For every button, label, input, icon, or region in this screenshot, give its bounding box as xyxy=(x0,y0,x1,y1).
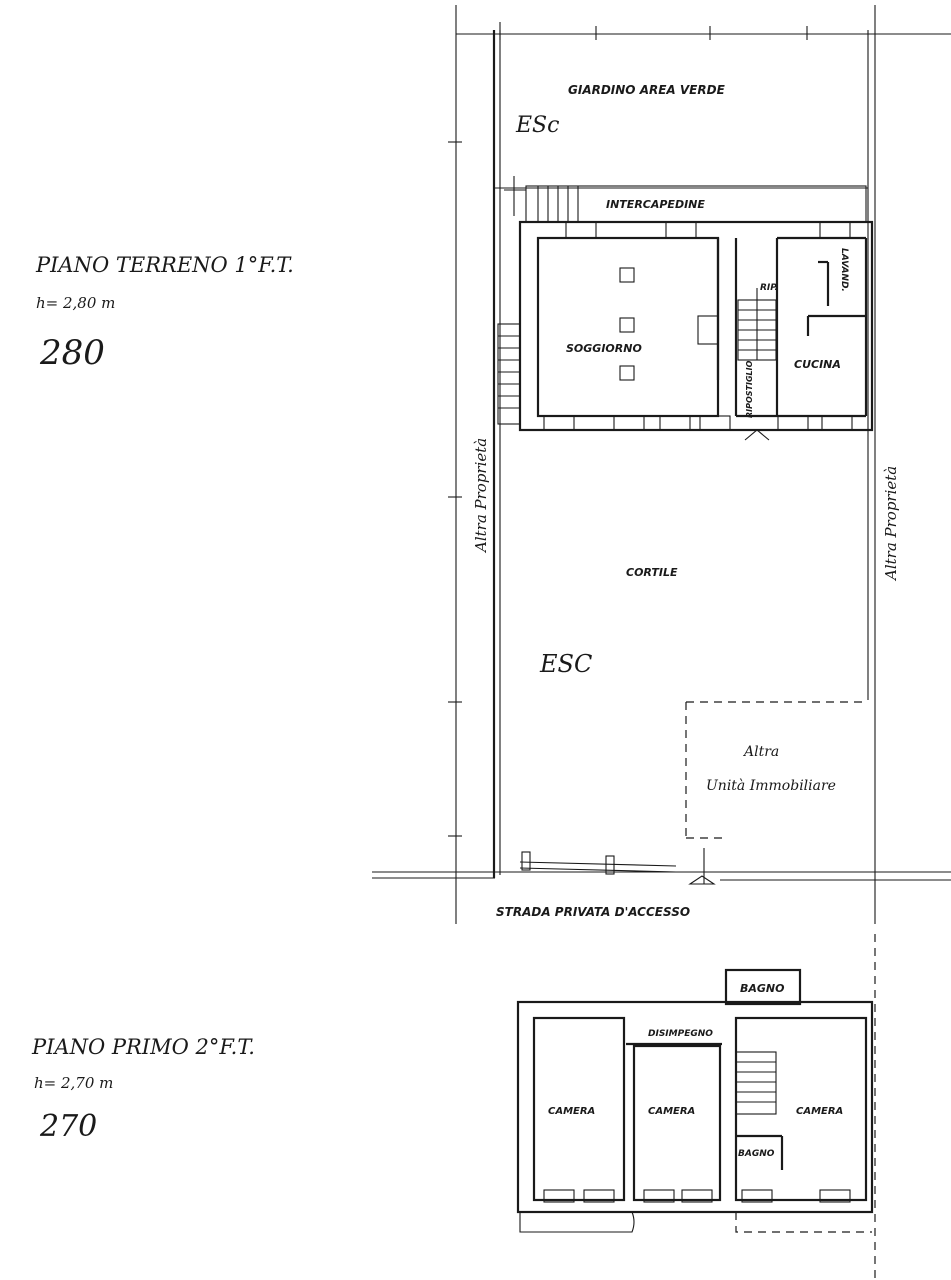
other-unit-line2: Unità Immobiliare xyxy=(706,778,836,794)
front-gate xyxy=(519,848,716,885)
courtyard-label: CORTILE xyxy=(626,566,678,579)
esc-top-label: ESc xyxy=(515,113,559,138)
ground-floor-walls xyxy=(497,220,874,441)
first-floor-walls xyxy=(516,934,876,1280)
hallway-label: DISIMPEGNO xyxy=(648,1029,713,1039)
living-room-label: SOGGIORNO xyxy=(566,342,642,355)
garden-label: GIARDINO AREA VERDE xyxy=(568,83,726,97)
other-unit-outline xyxy=(685,701,868,839)
site-boundaries xyxy=(372,5,951,924)
storage-label: RIP. xyxy=(760,283,778,293)
bathroom-small-label: BAGNO xyxy=(738,1149,775,1159)
cavity-strip xyxy=(504,176,867,223)
first-floor-title: PIANO PRIMO 2°F.T. xyxy=(31,1035,255,1059)
bathroom-top-label: BAGNO xyxy=(740,982,784,995)
cavity-label: INTERCAPEDINE xyxy=(606,198,705,211)
bedroom-2-label: CAMERA xyxy=(648,1106,695,1117)
esc-courtyard-label: ESC xyxy=(539,650,592,678)
laundry-label: LAVAND. xyxy=(839,248,849,292)
first-floor-height-value: 270 xyxy=(39,1109,97,1144)
road-label: STRADA PRIVATA D'ACCESSO xyxy=(496,905,690,919)
neighbor-left-label: Altra Proprietà xyxy=(472,438,490,554)
neighbor-right-label: Altra Proprietà xyxy=(882,466,900,582)
bedroom-3-label: CAMERA xyxy=(796,1106,843,1117)
ground-floor-height: h= 2,80 m xyxy=(36,294,115,312)
ground-floor-title: PIANO TERRENO 1°F.T. xyxy=(35,253,294,277)
ground-floor-height-value: 280 xyxy=(39,333,105,373)
ground-floor-legend: PIANO TERRENO 1°F.T. h= 2,80 m 280 xyxy=(35,253,294,373)
first-floor-legend: PIANO PRIMO 2°F.T. h= 2,70 m 270 xyxy=(31,1035,255,1144)
bedroom-1-label: CAMERA xyxy=(548,1106,595,1117)
first-floor-height: h= 2,70 m xyxy=(34,1074,113,1092)
under-stair-label: RIPOSTIGLIO xyxy=(745,360,754,418)
kitchen-label: CUCINA xyxy=(794,358,841,371)
other-unit-line1: Altra xyxy=(742,744,779,760)
